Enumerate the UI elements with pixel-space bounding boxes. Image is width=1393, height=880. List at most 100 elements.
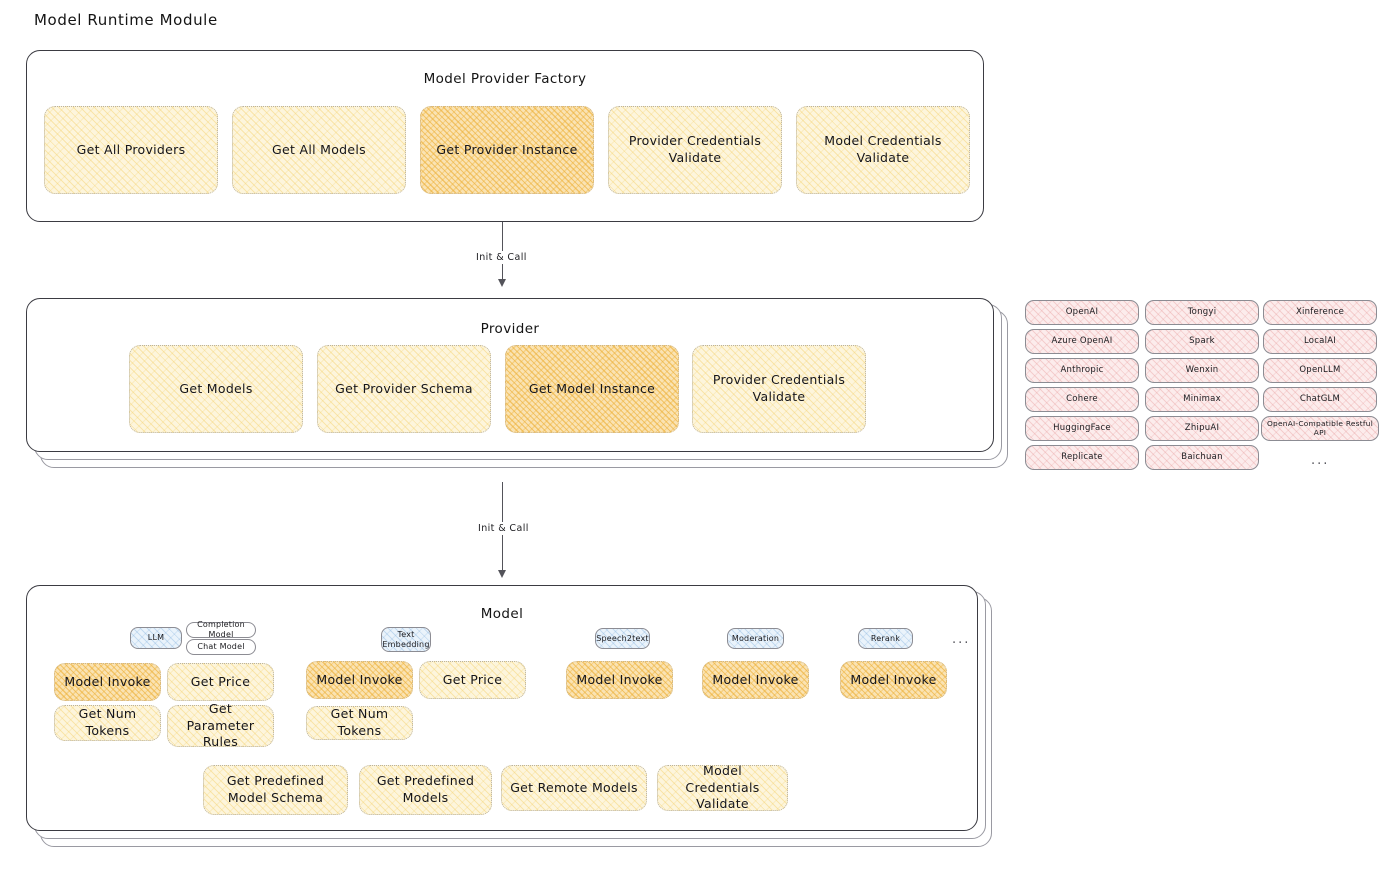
model-op-text-embedding-model-invoke[interactable]: Model Invoke: [306, 661, 413, 699]
model-op-label: Get Num Tokens: [330, 706, 389, 738]
model-subtag-completion-model[interactable]: Completion Model: [186, 620, 256, 639]
model-panel: Model: [26, 585, 978, 831]
model-type-label: Moderation: [731, 633, 780, 643]
factory-node-label: Get All Models: [272, 141, 366, 157]
model-common-op-model-credentials-validate[interactable]: Model Credentials Validate: [657, 762, 788, 812]
provider-tag-openai-compatible-restful-api[interactable]: OpenAI-Compatible Restful API: [1261, 416, 1379, 441]
factory-node-get-all-models[interactable]: Get All Models: [232, 106, 406, 194]
factory-node-provider-credentials-validate[interactable]: Provider Credentials Validate: [608, 106, 782, 194]
provider-title: Provider: [480, 321, 540, 337]
model-op-llm-get-price[interactable]: Get Price: [167, 663, 274, 701]
model-type-chip-speech2text[interactable]: Speech2text: [595, 628, 650, 649]
model-type-chip-llm[interactable]: LLM: [130, 627, 182, 649]
model-op-label: Model Invoke: [712, 671, 799, 687]
model-subtag-chat-model[interactable]: Chat Model: [186, 639, 256, 655]
factory-node-model-credentials-validate[interactable]: Model Credentials Validate: [796, 106, 970, 194]
provider-tag-label: ZhipuAI: [1184, 422, 1220, 433]
provider-tag-replicate[interactable]: Replicate: [1025, 445, 1139, 470]
provider-node-get-provider-schema[interactable]: Get Provider Schema: [317, 345, 491, 433]
model-op-llm-get-num-tokens[interactable]: Get Num Tokens: [54, 705, 161, 741]
arrow-factory-to-provider-head: [498, 279, 506, 287]
provider-tag-baichuan[interactable]: Baichuan: [1145, 445, 1259, 470]
provider-tag-label: Replicate: [1061, 451, 1103, 462]
model-op-label: Get Num Tokens: [78, 706, 137, 738]
model-op-label: Get Price: [190, 673, 251, 689]
model-common-op-get-remote-models[interactable]: Get Remote Models: [501, 765, 647, 811]
provider-tag-label: LocalAI: [1303, 335, 1337, 346]
provider-list-more: ...: [1311, 453, 1330, 468]
model-op-label: Get Parameter Rules: [186, 700, 255, 750]
model-type-label: Text Embedding: [382, 629, 430, 649]
provider-tag-openai[interactable]: OpenAI: [1025, 300, 1139, 325]
model-common-op-label: Model Credentials Validate: [685, 762, 760, 812]
model-common-op-label: Get Remote Models: [510, 779, 638, 795]
model-common-op-get-predefined-model-schema[interactable]: Get Predefined Model Schema: [203, 765, 348, 815]
arrow-provider-to-model-head: [498, 570, 506, 578]
model-type-chip-moderation[interactable]: Moderation: [727, 628, 784, 649]
factory-node-label: Model Credentials Validate: [824, 133, 942, 165]
model-op-text-embedding-get-price[interactable]: Get Price: [419, 661, 526, 699]
provider-node-provider-credentials-validate[interactable]: Provider Credentials Validate: [692, 345, 866, 433]
provider-node-label: Get Model Instance: [528, 380, 656, 396]
provider-tag-cohere[interactable]: Cohere: [1025, 387, 1139, 412]
factory-node-get-all-providers[interactable]: Get All Providers: [44, 106, 218, 194]
model-common-op-get-predefined-models[interactable]: Get Predefined Models: [359, 765, 492, 815]
provider-node-label: Get Provider Schema: [335, 380, 473, 396]
factory-node-get-provider-instance[interactable]: Get Provider Instance: [420, 106, 594, 194]
provider-node-get-model-instance[interactable]: Get Model Instance: [505, 345, 679, 433]
provider-tag-label: Azure OpenAI: [1051, 335, 1113, 346]
provider-tag-xinference[interactable]: Xinference: [1263, 300, 1377, 325]
provider-tag-wenxin[interactable]: Wenxin: [1145, 358, 1259, 383]
model-title: Model: [480, 606, 524, 622]
provider-tag-minimax[interactable]: Minimax: [1145, 387, 1259, 412]
provider-node-get-models[interactable]: Get Models: [129, 345, 303, 433]
model-op-label: Model Invoke: [316, 671, 403, 687]
model-op-label: Get Price: [442, 671, 503, 687]
model-type-label: LLM: [147, 633, 165, 643]
provider-tag-label: Xinference: [1295, 306, 1345, 317]
provider-tag-label: Cohere: [1066, 393, 1098, 404]
model-subtag-label: Completion Model: [197, 620, 245, 639]
provider-tag-label: Spark: [1189, 335, 1215, 346]
model-type-label: Rerank: [870, 633, 901, 643]
provider-tag-huggingface[interactable]: HuggingFace: [1025, 416, 1139, 441]
provider-tag-localai[interactable]: LocalAI: [1263, 329, 1377, 354]
model-op-llm-get-parameter-rules[interactable]: Get Parameter Rules: [167, 701, 274, 749]
model-op-label: Model Invoke: [850, 671, 937, 687]
provider-tag-label: OpenAI: [1065, 306, 1099, 317]
model-common-op-label: Get Predefined Models: [376, 773, 475, 805]
provider-tag-label: Wenxin: [1185, 364, 1219, 375]
provider-tag-anthropic[interactable]: Anthropic: [1025, 358, 1139, 383]
provider-tag-azure-openai[interactable]: Azure OpenAI: [1025, 329, 1139, 354]
arrow-factory-to-provider-label: Init & Call: [472, 251, 531, 264]
arrow-provider-to-model-label: Init & Call: [474, 522, 533, 535]
provider-tag-chatglm[interactable]: ChatGLM: [1263, 387, 1377, 412]
provider-tag-spark[interactable]: Spark: [1145, 329, 1259, 354]
provider-tag-label: Tongyi: [1187, 306, 1217, 317]
page-title: Model Runtime Module: [34, 11, 218, 29]
model-common-op-label: Get Predefined Model Schema: [226, 773, 325, 805]
provider-tag-label: Anthropic: [1060, 364, 1104, 375]
model-type-chip-text-embedding[interactable]: Text Embedding: [381, 627, 431, 652]
model-provider-factory-title: Model Provider Factory: [423, 71, 587, 87]
provider-tag-zhipuai[interactable]: ZhipuAI: [1145, 416, 1259, 441]
model-op-llm-model-invoke[interactable]: Model Invoke: [54, 663, 161, 701]
provider-tag-label: Baichuan: [1181, 451, 1223, 462]
model-op-label: Model Invoke: [64, 673, 151, 689]
factory-node-label: Get Provider Instance: [436, 141, 578, 157]
provider-tag-tongyi[interactable]: Tongyi: [1145, 300, 1259, 325]
model-op-moderation-model-invoke[interactable]: Model Invoke: [702, 661, 809, 699]
model-op-text-embedding-get-num-tokens[interactable]: Get Num Tokens: [306, 706, 413, 740]
provider-tag-label: OpenAI-Compatible Restful API: [1266, 418, 1374, 437]
provider-node-label: Provider Credentials Validate: [712, 372, 846, 404]
model-op-label: Model Invoke: [576, 671, 663, 687]
provider-tag-label: Minimax: [1183, 393, 1221, 404]
provider-tag-label: HuggingFace: [1053, 422, 1111, 433]
model-type-chip-rerank[interactable]: Rerank: [858, 628, 913, 649]
provider-tag-label: ChatGLM: [1299, 393, 1341, 404]
model-op-speech2text-model-invoke[interactable]: Model Invoke: [566, 661, 673, 699]
provider-tag-openllm[interactable]: OpenLLM: [1263, 358, 1377, 383]
factory-node-label: Provider Credentials Validate: [628, 133, 762, 165]
model-op-rerank-model-invoke[interactable]: Model Invoke: [840, 661, 947, 699]
factory-node-label: Get All Providers: [76, 141, 186, 157]
